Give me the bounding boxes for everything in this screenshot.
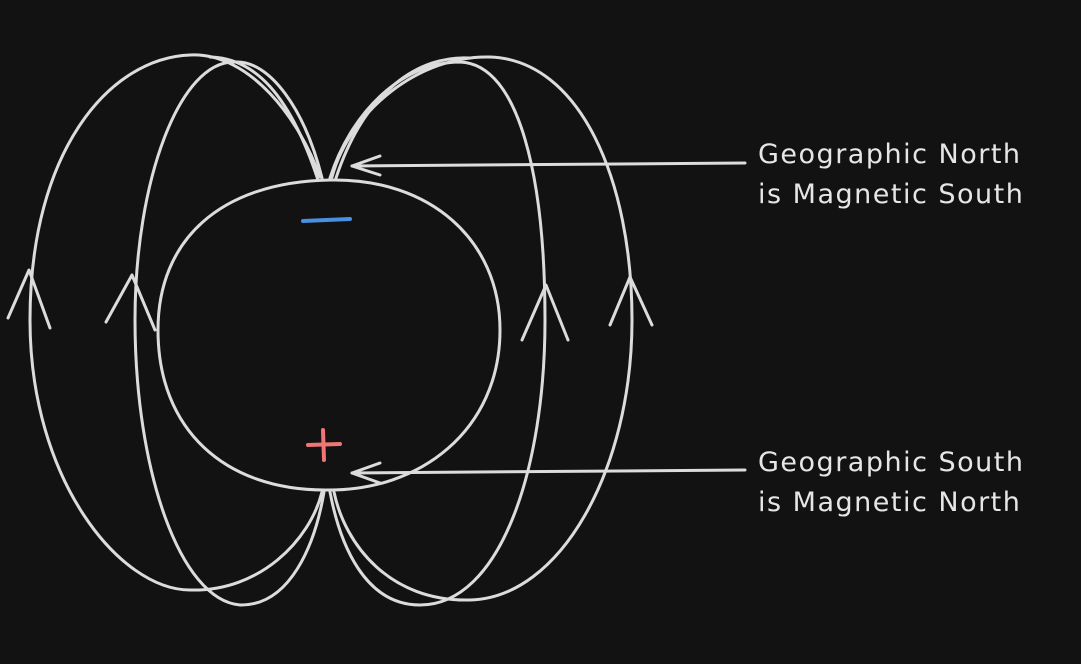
north-pointer-head: [350, 154, 382, 177]
earth-circle: [156, 178, 502, 492]
right-field-lines: [328, 55, 634, 607]
pointer-arrows: [350, 154, 747, 485]
south-label-line1: Geographic South: [758, 447, 1025, 478]
arrowhead-left-outer: [6, 268, 52, 330]
left-field-lines: [28, 53, 326, 607]
arrowhead-right-middle: [520, 283, 570, 342]
left-outer-field-line: [28, 53, 324, 592]
north-label-line1: Geographic North: [758, 139, 1022, 170]
right-inner-field-line: [334, 56, 472, 180]
arrowhead-right-outer: [608, 275, 654, 327]
south-pointer-line: [350, 468, 747, 475]
north-label-line2: is Magnetic South: [758, 179, 1025, 210]
field-arrowheads: [6, 268, 654, 342]
south-pointer-head: [350, 461, 382, 485]
left-inner-field-line: [208, 55, 320, 182]
arrowhead-left-middle: [104, 273, 157, 332]
south-label-line2: is Magnetic North: [758, 487, 1022, 518]
south-pole-label: Geographic South is Magnetic North: [758, 443, 1025, 523]
negative-sign: [301, 217, 352, 223]
right-middle-field-line: [328, 60, 547, 607]
left-middle-field-line: [133, 60, 326, 607]
right-outer-field-line: [330, 55, 634, 602]
north-pole-label: Geographic North is Magnetic South: [758, 135, 1024, 215]
positive-sign: [306, 428, 342, 462]
north-pointer-line: [350, 161, 747, 168]
